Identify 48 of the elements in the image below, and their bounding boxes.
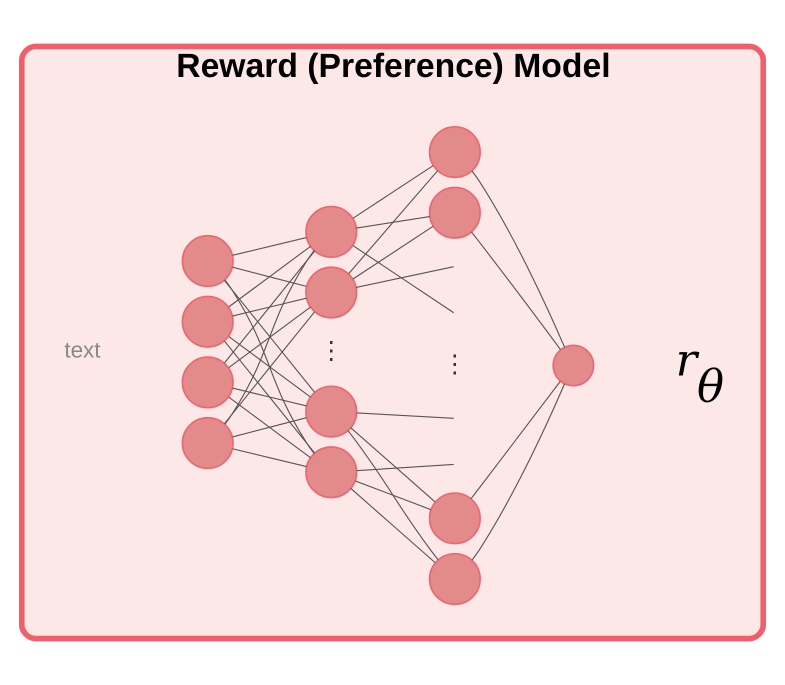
connector — [228, 336, 311, 398]
connector — [470, 380, 561, 500]
connector — [224, 340, 316, 454]
node-circle — [182, 416, 234, 470]
connector — [232, 298, 307, 317]
connector — [228, 246, 311, 308]
connector — [348, 170, 438, 274]
label: ⋮ — [318, 337, 344, 364]
connector — [224, 250, 315, 425]
node-circle — [552, 344, 594, 387]
connector — [232, 417, 307, 438]
connector — [224, 250, 316, 364]
connector — [352, 226, 434, 280]
node-circle — [305, 266, 358, 319]
node-circle — [428, 126, 481, 178]
connector — [224, 280, 316, 393]
node-circle — [182, 234, 234, 288]
connector — [356, 412, 454, 419]
connector — [228, 396, 311, 458]
connector — [228, 306, 311, 368]
node-circle — [305, 446, 358, 498]
connector — [352, 245, 454, 314]
node-circle — [182, 356, 234, 408]
connector — [471, 170, 566, 348]
connector — [348, 430, 439, 560]
node-circle — [305, 385, 358, 438]
connector — [356, 464, 454, 472]
connector — [232, 236, 307, 256]
connector — [224, 280, 315, 454]
connector — [470, 232, 561, 350]
node-circle — [182, 296, 234, 348]
connector — [232, 448, 307, 468]
connector — [471, 384, 566, 561]
connector — [224, 311, 316, 424]
node-circle — [428, 186, 481, 239]
connector — [350, 488, 436, 564]
connector — [232, 266, 307, 287]
connector — [352, 165, 434, 219]
node-circle — [305, 206, 358, 258]
label: ⋮ — [442, 350, 468, 378]
label: text — [64, 338, 101, 363]
connector — [232, 388, 307, 406]
connector — [356, 266, 454, 288]
connector — [350, 427, 436, 502]
connector — [355, 480, 432, 510]
node-circle — [428, 492, 481, 544]
node-circle — [428, 552, 481, 606]
connector — [356, 216, 430, 229]
